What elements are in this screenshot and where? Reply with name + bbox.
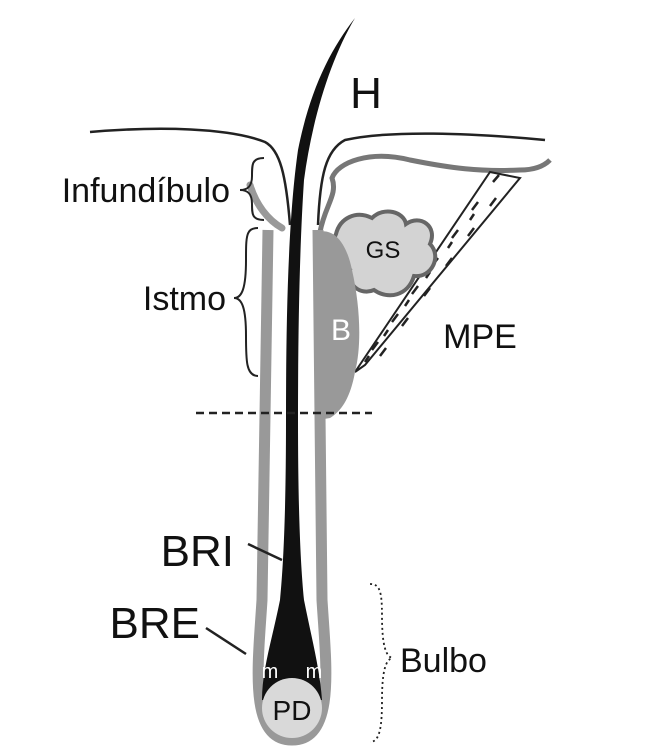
label-arrector-pili: MPE [443,318,517,356]
label-sebaceous-gland: GS [366,237,401,264]
label-dermal-papilla: PD [273,695,312,726]
bulb-brace [370,584,392,742]
label-inner-root-sheath: BRI [161,527,234,576]
infundibulum-wall [250,185,282,228]
label-infundibulum: Infundíbulo [62,172,230,210]
label-melanocyte-left: m [262,661,279,683]
label-isthmus: Istmo [143,280,226,318]
label-hair: H [350,69,382,118]
label-melanocyte-right: m [306,661,323,683]
outer-root-sheath-pointer [206,628,246,654]
label-bulge: B [331,314,351,347]
label-bulb: Bulbo [400,642,487,680]
label-outer-root-sheath: BRE [110,599,200,648]
isthmus-brace [234,228,258,376]
